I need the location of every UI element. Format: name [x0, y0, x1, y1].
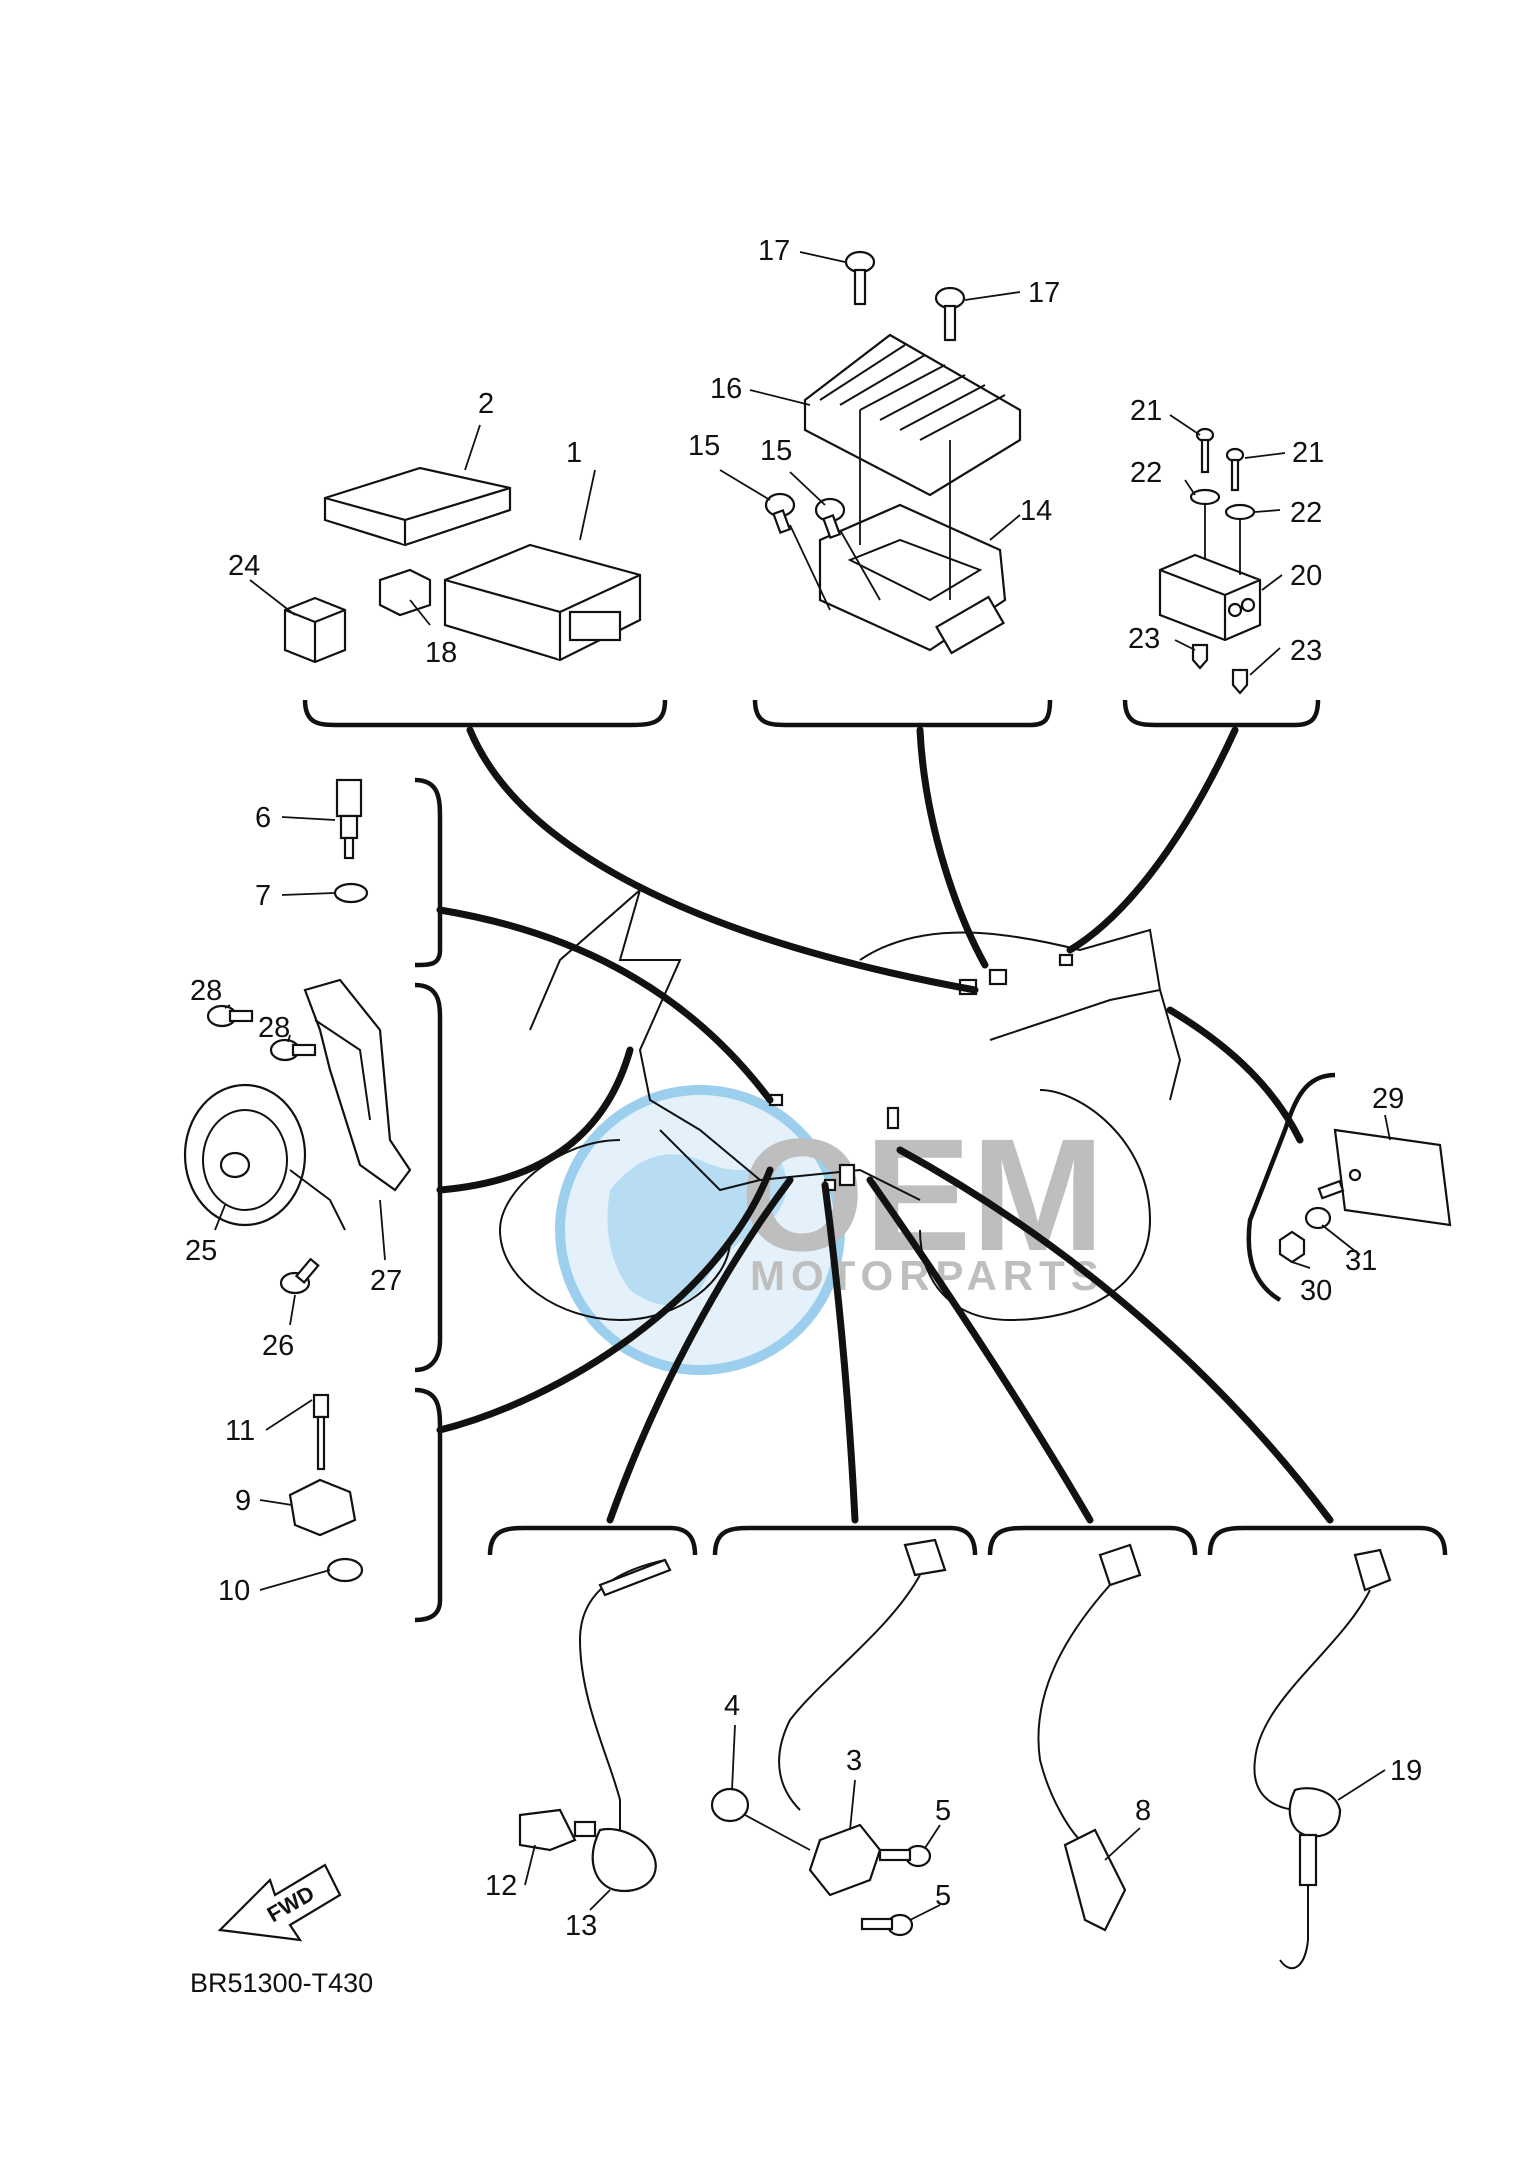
callout-12: 12 [485, 1870, 517, 1902]
sensor-cap [288, 1478, 357, 1537]
washer-icon [1304, 1206, 1332, 1230]
o-ring-icon [710, 1787, 750, 1823]
temp-sensor-group [333, 778, 369, 904]
bolt-icon [269, 1038, 317, 1062]
group-brackets [302, 699, 1448, 1623]
sensor-3 [808, 1823, 882, 1897]
callout-3: 3 [846, 1745, 862, 1777]
screw-icon [1317, 1179, 1345, 1200]
gasket-icon [333, 882, 369, 904]
bottom-sensor-13 [518, 1558, 672, 1893]
reflector-group [1278, 1128, 1452, 1264]
terminal-icon [1231, 668, 1249, 695]
callout-28a: 28 [190, 975, 222, 1007]
callout-10: 10 [218, 1575, 250, 1607]
callout-22a: 22 [1130, 457, 1162, 489]
callout-25: 25 [185, 1235, 217, 1267]
bottom-sensor-8 [1037, 1543, 1142, 1932]
callout-30: 30 [1300, 1275, 1332, 1307]
callout-27: 27 [370, 1265, 402, 1297]
sensor-13 [591, 1827, 657, 1893]
bolt-icon [206, 1004, 254, 1028]
horn-group [183, 978, 412, 1295]
callout-13: 13 [565, 1910, 597, 1942]
callout-29: 29 [1372, 1083, 1404, 1115]
sensor-19 [1288, 1787, 1342, 1838]
bolt-icon [764, 492, 796, 535]
screw-icon [1195, 427, 1215, 474]
terminal-icon [1191, 643, 1209, 670]
callout-21a: 21 [1130, 395, 1162, 427]
reflector [1333, 1128, 1452, 1227]
ecu-cover [323, 466, 512, 547]
washer-icon [1189, 488, 1221, 506]
callout-21b: 21 [1292, 437, 1324, 469]
callout-1: 1 [566, 437, 582, 469]
callout-5a: 5 [935, 1795, 951, 1827]
callout-22b: 22 [1290, 497, 1322, 529]
callout-15b: 15 [760, 435, 792, 467]
callout-31: 31 [1345, 1245, 1377, 1277]
callout-8: 8 [1135, 1795, 1151, 1827]
callout-15a: 15 [688, 430, 720, 462]
callout-16: 16 [710, 373, 742, 405]
o-ring-icon [326, 1557, 364, 1583]
temperature-sensor [335, 778, 363, 818]
callout-17a: 17 [758, 235, 790, 267]
callout-18: 18 [425, 637, 457, 669]
callout-20: 20 [1290, 560, 1322, 592]
washer-icon [1224, 503, 1256, 521]
starter-relay-group [1158, 427, 1262, 695]
nut-icon [1278, 1230, 1306, 1264]
ecu-group [283, 466, 642, 664]
callout-11: 11 [225, 1415, 255, 1447]
rectifier-regulator [803, 333, 1022, 497]
bolt-icon [312, 1393, 330, 1419]
callout-23a: 23 [1128, 623, 1160, 655]
callout-24: 24 [228, 550, 260, 582]
callout-5b: 5 [935, 1880, 951, 1912]
diagram-code: BR51300-T430 [190, 1968, 373, 1998]
bolt-icon [860, 1913, 914, 1937]
bolt-icon [878, 1844, 932, 1868]
horn-bracket [303, 978, 412, 1192]
speed-sensor-group [288, 1393, 364, 1583]
callout-leaders [214, 251, 1391, 1921]
connector-18 [378, 568, 432, 617]
screw-icon [1225, 447, 1245, 492]
callout-19: 19 [1390, 1755, 1422, 1787]
callout-14: 14 [1020, 495, 1052, 527]
sensor-12 [518, 1808, 577, 1852]
horn [183, 1083, 307, 1227]
callout-numbers: 1 2 3 4 5 5 6 7 8 9 10 11 12 13 14 15 15… [185, 235, 1422, 1942]
bolt-icon [844, 250, 876, 306]
callout-28b: 28 [258, 1012, 290, 1044]
callout-6: 6 [255, 802, 271, 834]
callout-4: 4 [724, 1690, 740, 1722]
rectifier-group [764, 250, 1022, 655]
starter-relay [1158, 553, 1262, 642]
fwd-arrow-icon: FWD [217, 1863, 342, 1942]
bottom-sensor-19 [1253, 1548, 1392, 1970]
callout-26: 26 [262, 1330, 294, 1362]
callout-2: 2 [478, 388, 494, 420]
callout-9: 9 [235, 1485, 251, 1517]
bolt-icon [934, 286, 966, 342]
callout-7: 7 [255, 880, 271, 912]
bottom-sensor-3 [710, 1538, 947, 1937]
o2-sensor [1063, 1828, 1127, 1932]
callout-17b: 17 [1028, 277, 1060, 309]
bolt-icon [814, 497, 846, 540]
bolt-icon [279, 1257, 320, 1295]
callout-23b: 23 [1290, 635, 1322, 667]
